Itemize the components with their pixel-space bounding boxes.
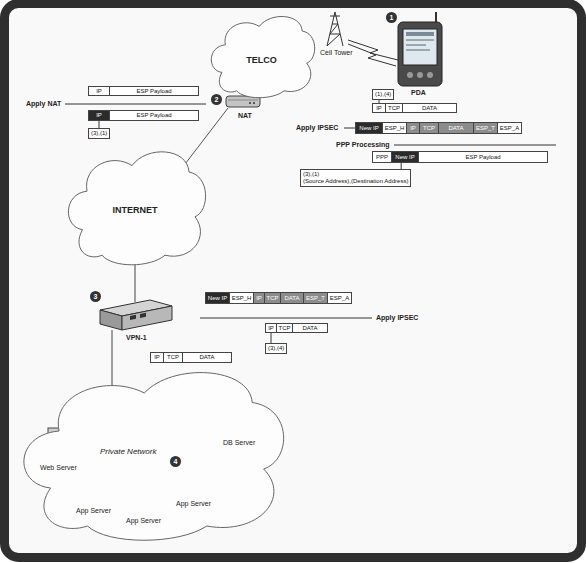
node-text: DATA (422, 105, 437, 112)
node-text: Private Network (100, 447, 156, 457)
node-text: (1),(4) (375, 91, 391, 98)
node-text: PPP (376, 154, 388, 161)
node-text: ESP Payload (136, 112, 171, 119)
packet-field: ESP Payload (109, 110, 199, 121)
packet-field: TCP (163, 352, 183, 363)
cloud: INTERNET (60, 140, 210, 268)
packet-field: ESP Payload (109, 86, 199, 96)
packet-field: ESP_A (327, 292, 352, 304)
device-label: NAT (238, 112, 252, 120)
packet-field: TCP (419, 122, 439, 134)
node-text: ESP Payload (465, 154, 500, 161)
device-label: PDA (411, 89, 426, 97)
node-text: TCP (167, 354, 179, 361)
cloud-shape (205, 8, 318, 100)
callout-number: 2 (211, 94, 222, 105)
callout-number: 1 (386, 12, 397, 23)
cloud: Private Network (8, 355, 292, 545)
packet-field: IP (88, 86, 110, 96)
packet-field: ESP_A (497, 122, 522, 134)
node-text: TCP (388, 105, 400, 112)
server-label: App Server (126, 517, 161, 525)
packet-field: ESP_H (229, 292, 254, 304)
packet-field: DATA (438, 122, 474, 134)
packet-field: New IP (205, 292, 230, 304)
node-text: IP (96, 112, 102, 119)
cloud-outline (211, 17, 314, 98)
packet-field: ESP_T (303, 292, 328, 304)
node-text: IP (256, 295, 262, 302)
node-text: IP (410, 125, 416, 132)
reference-box: (3),(1) (88, 128, 110, 139)
node-text: ESP_A (330, 295, 349, 302)
packet-field: IP (406, 122, 420, 134)
server-label: DB Server (223, 439, 255, 447)
node-text: New IP (359, 125, 378, 132)
node-text: DATA (284, 295, 299, 302)
node-text: IP (268, 325, 274, 332)
node-text: DATA (302, 325, 317, 332)
packet-field: IP (372, 103, 386, 113)
server-label: Web Server (40, 464, 77, 472)
reference-box: (3),(1)(Source Address),(Destination Add… (300, 169, 411, 187)
node-text: ESP_T (476, 125, 495, 132)
note-text: Apply IPSEC (296, 124, 338, 132)
reference-box: (1),(4) (372, 89, 394, 100)
note-text: Apply NAT (26, 100, 61, 108)
packet-field: DATA (182, 352, 232, 363)
node-text: New IP (208, 295, 227, 302)
node-text: New IP (395, 154, 414, 161)
cloud: TELCO (205, 8, 318, 100)
packet-field: DATA (402, 103, 457, 113)
packet-field: PPP (372, 151, 392, 163)
node-text: TELCO (246, 55, 277, 66)
packet-field: IP (150, 352, 164, 363)
node-text: IP (96, 88, 102, 95)
packet-field: New IP (355, 122, 383, 134)
cloud-outline (24, 373, 284, 541)
node-text: ESP_H (385, 125, 405, 132)
node-text: IP (154, 354, 160, 361)
packet-field: ESP_H (382, 122, 407, 134)
note-text: Apply IPSEC (376, 314, 418, 322)
packet-field: TCP (264, 292, 281, 304)
node-text: ESP_A (500, 125, 519, 132)
node-text: (3),(4) (268, 345, 284, 352)
packet-field: ESP_T (473, 122, 498, 134)
packet-field: TCP (385, 103, 403, 113)
node-text: TCP (267, 295, 279, 302)
cloud-outline (68, 152, 205, 265)
callout-number: 3 (90, 291, 101, 302)
packet-field: IP (88, 110, 110, 121)
node-text: (3),(1) (91, 130, 107, 137)
node-text: TCP (279, 325, 291, 332)
node-text: ESP_T (306, 295, 325, 302)
packet-field: DATA (292, 323, 328, 333)
reference-box: (3),(4) (265, 343, 287, 354)
device-label: VPN-1 (126, 334, 147, 342)
server-label: App Server (176, 500, 211, 508)
packet-field: DATA (280, 292, 304, 304)
node-text: IP (376, 105, 382, 112)
packet-field: ESP Payload (418, 151, 548, 163)
node-subtext: (Source Address),(Destination Address) (303, 178, 408, 185)
callout-number: 4 (170, 456, 181, 467)
packet-field: TCP (276, 323, 293, 333)
node-text: DATA (448, 125, 463, 132)
device-label: Cell Tower (320, 49, 353, 57)
node-text: (3),(1) (303, 171, 408, 178)
node-text: INTERNET (113, 205, 158, 216)
node-text: TCP (423, 125, 435, 132)
server-label: App Server (76, 507, 111, 515)
note-text: PPP Processing (336, 141, 390, 149)
leader-line (271, 333, 272, 343)
packet-field: New IP (391, 151, 419, 163)
cloud-shape (60, 140, 210, 268)
node-text: ESP_H (232, 295, 252, 302)
leader-line (99, 121, 100, 128)
node-text: DATA (199, 354, 214, 361)
node-text: ESP Payload (136, 88, 171, 95)
